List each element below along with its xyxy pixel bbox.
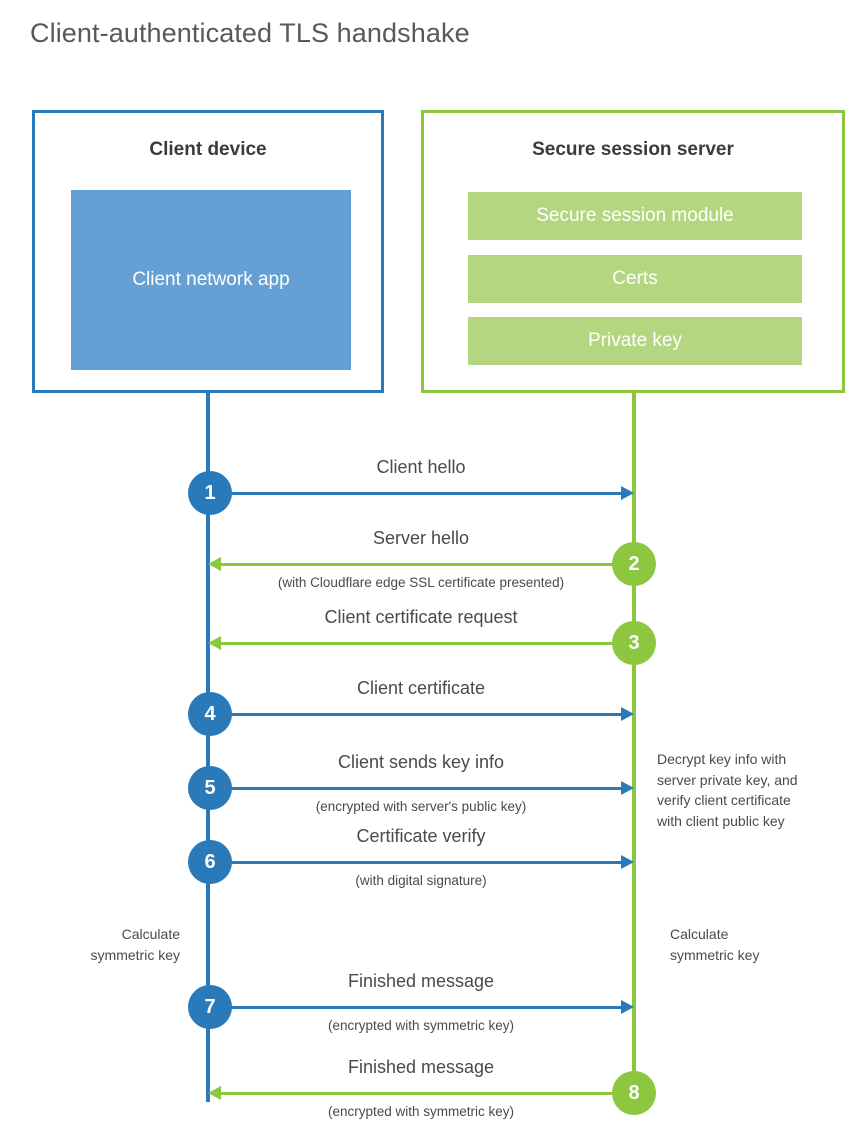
- step-2-arrow-head-icon: [208, 557, 221, 571]
- step-7-label: Finished message: [347, 971, 495, 991]
- step-2-sublabel: (with Cloudflare edge SSL certificate pr…: [277, 575, 565, 590]
- step-7-sublabel: (encrypted with symmetric key): [327, 1018, 515, 1033]
- client-network-app-block: Client network app: [71, 190, 351, 370]
- client-device-box: Client device Client network app: [32, 110, 384, 393]
- step-badge-3[interactable]: 3: [612, 621, 656, 665]
- client-device-title: Client device: [149, 139, 267, 160]
- step-8-arrow-head-icon: [208, 1086, 221, 1100]
- server-lifeline: [632, 392, 636, 1094]
- step-3-label: Client certificate request: [324, 607, 518, 627]
- step-8-sublabel: (encrypted with symmetric key): [327, 1104, 515, 1119]
- step-6-arrow-head-icon: [621, 855, 634, 869]
- step-badge-4[interactable]: 4: [188, 692, 232, 736]
- step-7-arrow-head-icon: [621, 1000, 634, 1014]
- annotation-calc-client-line-0: Calculate: [121, 926, 180, 942]
- server-module-certs: Certs: [468, 255, 802, 303]
- annotation-decrypt-line-0: Decrypt key info with: [657, 751, 787, 767]
- step-badge-8[interactable]: 8: [612, 1071, 656, 1115]
- secure-session-server-box: Secure session server Secure session mod…: [421, 110, 845, 393]
- annotation-calc-server-line-1: symmetric key: [670, 946, 760, 963]
- step-1-arrow-line: [208, 492, 621, 495]
- page-title: Client-authenticated TLS handshake: [30, 18, 470, 48]
- annotation-decrypt-line-1: server private key, and: [657, 771, 798, 788]
- step-badge-7[interactable]: 7: [188, 985, 232, 1029]
- step-badge-1[interactable]: 1: [188, 471, 232, 515]
- step-4-label: Client certificate: [356, 678, 486, 698]
- step-6-sublabel: (with digital signature): [355, 873, 487, 888]
- annotation-calculate-symmetric-key-server: Calculate symmetric key: [670, 924, 850, 965]
- step-2-arrow-line: [221, 563, 634, 566]
- step-5-arrow-line: [208, 787, 621, 790]
- step-8-label: Finished message: [347, 1057, 495, 1077]
- server-module-private-key: Private key: [468, 317, 802, 365]
- step-5-arrow-head-icon: [621, 781, 634, 795]
- client-lifeline: [206, 392, 210, 1102]
- step-4-arrow-line: [208, 713, 621, 716]
- server-module-secure-session-module: Secure session module: [468, 192, 802, 240]
- step-4-arrow-head-icon: [621, 707, 634, 721]
- step-1-arrow-head-icon: [621, 486, 634, 500]
- annotation-calculate-symmetric-key-client: Calculate symmetric key: [20, 924, 180, 965]
- annotation-decrypt-line-3: with client public key: [657, 813, 785, 830]
- step-2-label: Server hello: [372, 528, 470, 548]
- annotation-decrypt-line-2: verify client certificate: [657, 792, 791, 809]
- step-6-arrow-line: [208, 861, 621, 864]
- step-badge-2[interactable]: 2: [612, 542, 656, 586]
- step-badge-5[interactable]: 5: [188, 766, 232, 810]
- step-8-arrow-line: [221, 1092, 634, 1095]
- step-badge-6[interactable]: 6: [188, 840, 232, 884]
- step-6-label: Certificate verify: [356, 826, 486, 846]
- annotation-calc-server-line-0: Calculate: [670, 926, 729, 942]
- step-1-label: Client hello: [376, 457, 466, 477]
- secure-session-server-title: Secure session server: [532, 139, 734, 160]
- step-3-arrow-head-icon: [208, 636, 221, 650]
- step-3-arrow-line: [221, 642, 634, 645]
- step-5-sublabel: (encrypted with server's public key): [315, 799, 527, 814]
- annotation-decrypt-key-info: Decrypt key info with server private key,…: [657, 749, 847, 832]
- step-7-arrow-line: [208, 1006, 621, 1009]
- step-5-label: Client sends key info: [337, 752, 505, 772]
- annotation-calc-client-line-1: symmetric key: [90, 946, 180, 963]
